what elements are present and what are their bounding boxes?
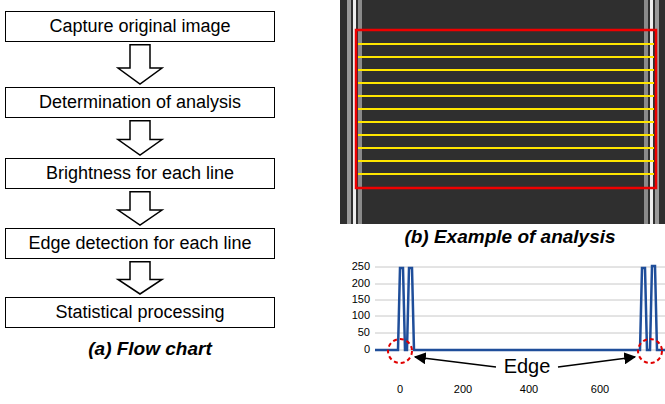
stripe [358, 0, 362, 224]
axis-tick: 150 [338, 293, 370, 306]
axis-tick: 0 [338, 343, 370, 356]
edge-marker [388, 339, 412, 363]
process-box: Edge detection for each line [5, 228, 275, 259]
axis-tick: 100 [338, 309, 370, 322]
axis-tick: 200 [445, 383, 481, 396]
flow-arrow [118, 262, 162, 294]
box-label: Brightness for each line [46, 163, 234, 184]
leader-arrow [415, 357, 496, 367]
subfigure-caption: (b) Example of analysis [360, 226, 660, 248]
gridlines [375, 267, 665, 350]
subfigure-caption: (a) Flow chart [40, 338, 260, 360]
process-box: Determination of analysis [5, 87, 275, 118]
callout-label: Edge [499, 355, 555, 378]
stripe [644, 0, 648, 224]
stripe [347, 0, 351, 224]
box-label: Statistical processing [55, 302, 224, 323]
axis-tick: 400 [511, 383, 547, 396]
edge-marker [638, 339, 662, 363]
axis-tick: 250 [338, 260, 370, 273]
process-box: Brightness for each line [5, 158, 275, 189]
flow-arrow [118, 192, 162, 225]
axis-tick: 200 [338, 277, 370, 290]
box-label: Capture original image [49, 16, 230, 37]
stripe [650, 0, 653, 224]
leader-arrow [558, 357, 635, 367]
photo-ground [340, 0, 665, 224]
flow-arrow [118, 45, 162, 84]
analysis-area [356, 30, 656, 188]
box-label: Edge detection for each line [28, 233, 251, 254]
axis-tick: 600 [582, 383, 618, 396]
brightness-line [375, 266, 665, 350]
box-label: Determination of analysis [39, 92, 241, 113]
axis-tick: 50 [338, 326, 370, 339]
scan-lines [358, 44, 654, 174]
axis-tick: 0 [385, 383, 415, 396]
process-box: Statistical processing [5, 297, 275, 328]
flow-arrow [118, 121, 162, 155]
process-box: Capture original image [5, 11, 275, 42]
